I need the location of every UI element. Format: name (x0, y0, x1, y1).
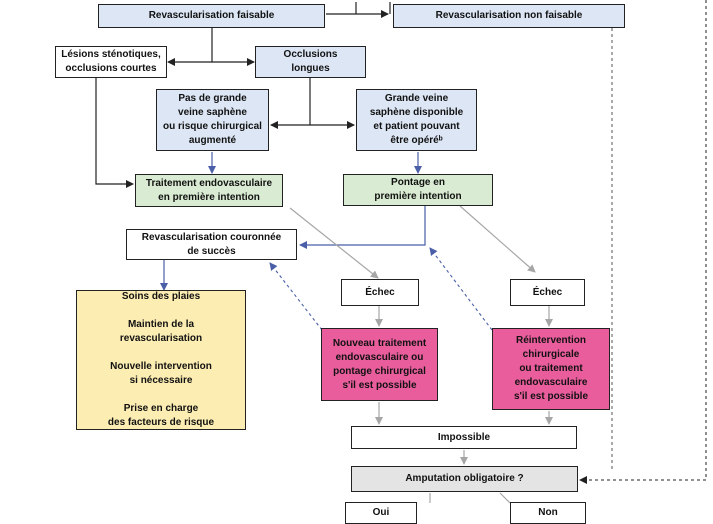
connector-lesions-endo (95, 78, 134, 188)
node-pas-grande-veine: Pas de grande veine saphène ou risque ch… (156, 89, 269, 151)
connector-pontage-echec2 (459, 205, 536, 273)
node-amputation: Amputation obligatoire ? (351, 466, 578, 492)
node-pontage: Pontage en première intention (343, 174, 493, 206)
node-impossible: Impossible (351, 426, 577, 449)
node-occlusions-longues: Occlusions longues (255, 46, 366, 78)
connector-endo-echec1 (289, 207, 379, 279)
node-soins-des-plaies: Soins des plaies Maintien de la revascul… (76, 290, 246, 430)
node-lesions-stenotiques: Lésions sténotiques, occlusions courtes (55, 46, 167, 78)
node-revasc-non-faisable: Revascularisation non faisable (393, 4, 625, 28)
connector-reinter-succes-dashed (429, 247, 493, 331)
connector-rightside-dashed (579, 0, 707, 484)
node-non: Non (510, 502, 586, 524)
node-grande-veine: Grande veine saphène disponible et patie… (356, 89, 477, 151)
node-echec-2: Échec (510, 279, 585, 306)
connector-faisable-branch (167, 26, 213, 66)
node-echec-1: Échec (341, 279, 419, 306)
node-oui: Oui (345, 502, 417, 524)
node-nouveau-traitement: Nouveau traitement endovasculaire ou pon… (321, 328, 438, 401)
node-traitement-endovasculaire: Traitement endovasculaire en première in… (135, 174, 283, 207)
node-reintervention: Réintervention chirurgicale ou traitemen… (492, 328, 610, 410)
node-revasc-faisable: Revascularisation faisable (98, 4, 325, 28)
connector-amputation-non (499, 492, 511, 504)
connector-nouveau-succes-dashed (269, 262, 323, 331)
connector-pontage-succes (299, 206, 426, 249)
node-revasc-couronnee: Revascularisation couronnée de succès (126, 229, 297, 260)
connector-top (326, 2, 388, 14)
